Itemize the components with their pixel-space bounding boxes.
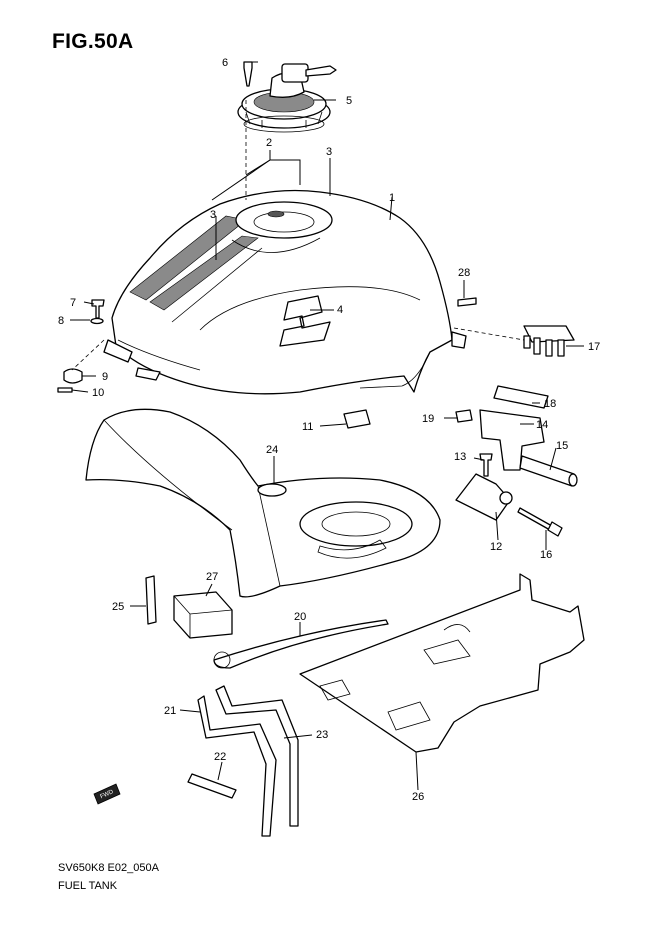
callout-15: 15: [556, 440, 568, 452]
tank-lower-shell: [85, 408, 441, 598]
forward-direction-badge: FWD: [93, 783, 121, 805]
callout-leaders: [70, 61, 584, 791]
callout-3b: 3: [210, 209, 216, 221]
callout-2: 2: [266, 137, 272, 149]
callout-22: 22: [214, 751, 226, 763]
callout-25: 25: [112, 601, 124, 613]
figure-title: FIG.50A: [52, 30, 134, 53]
callout-numbers: 1 2 3 3 4 5 6 7 8 9 10 11 12 13 14 15 16…: [58, 57, 600, 803]
callout-6: 6: [222, 57, 228, 69]
callout-7: 7: [70, 297, 76, 309]
callout-27: 27: [206, 571, 218, 583]
fuel-tank-body: [103, 189, 467, 395]
callout-12: 12: [490, 541, 502, 553]
callout-16: 16: [540, 549, 552, 561]
callout-3a: 3: [326, 146, 332, 158]
callout-10: 10: [92, 387, 104, 399]
callout-17: 17: [588, 341, 600, 353]
lower-parts: [145, 573, 585, 837]
figure-caption: FUEL TANK: [58, 880, 118, 892]
callout-5: 5: [346, 95, 352, 107]
left-fasteners: [57, 297, 477, 429]
callout-28: 28: [458, 267, 470, 279]
callout-24: 24: [266, 444, 278, 456]
callout-11: 11: [302, 421, 313, 433]
callout-20: 20: [294, 611, 306, 623]
rear-hinge-assembly: [455, 325, 578, 537]
model-code: SV650K8 E02_050A: [58, 862, 159, 874]
callout-13: 13: [454, 451, 466, 463]
callout-23: 23: [316, 729, 328, 741]
callout-1: 1: [389, 192, 395, 204]
callout-14: 14: [536, 419, 548, 431]
callout-19: 19: [422, 413, 434, 425]
callout-26: 26: [412, 791, 424, 803]
tank-emblem: [279, 295, 331, 347]
callout-4: 4: [337, 304, 343, 316]
callout-18: 18: [544, 398, 556, 410]
callout-9: 9: [102, 371, 108, 383]
callout-8: 8: [58, 315, 64, 327]
callout-21: 21: [164, 705, 176, 717]
fuel-cap-assembly: [237, 61, 337, 133]
fwd-label: FWD: [100, 789, 116, 800]
